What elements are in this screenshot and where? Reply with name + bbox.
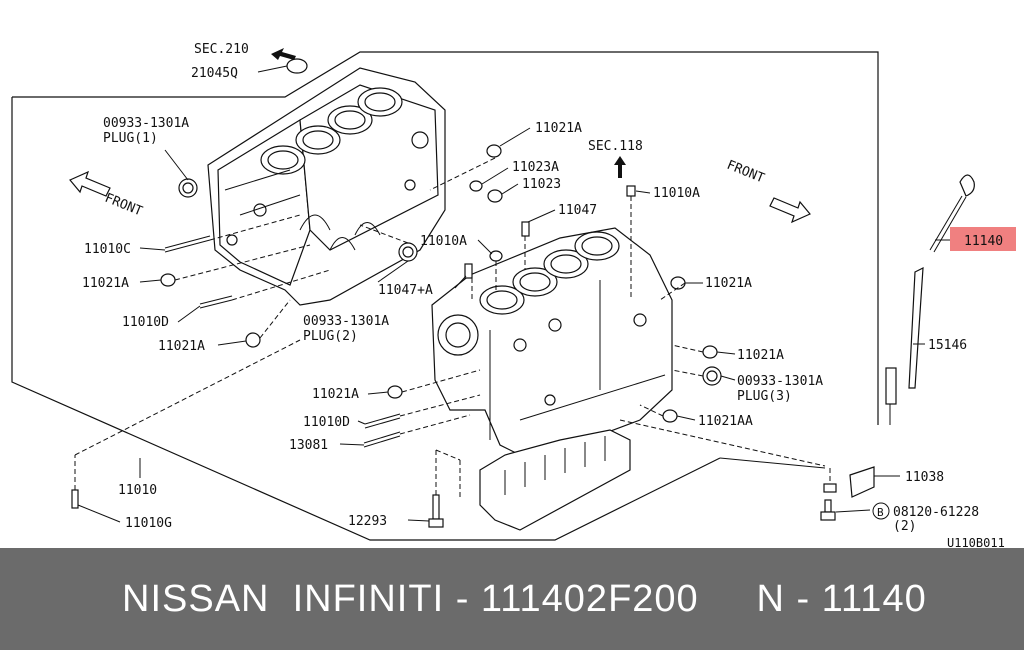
label-15146: 15146 (928, 338, 967, 353)
label-front-right: FRONT (725, 158, 767, 187)
label-11021a-right2: 11021A (737, 348, 784, 363)
label-11140[interactable]: 11140 (964, 234, 1003, 249)
part-number-banner: NISSAN INFINITI - 111402F200 N - 11140 (0, 548, 1024, 650)
label-bolt-badge: B (877, 506, 884, 519)
label-plug3-name: PLUG(3) (737, 389, 792, 404)
label-sec210: SEC.210 (194, 42, 249, 57)
sec210-arrow (271, 48, 296, 60)
label-bolt-number: 08120-61228 (893, 505, 979, 520)
label-13081: 13081 (289, 438, 328, 453)
label-11010: 11010 (118, 483, 157, 498)
label-12293: 12293 (348, 514, 387, 529)
label-plug1-name: PLUG(1) (103, 131, 158, 146)
label-11021a-top: 11021A (535, 121, 582, 136)
sec118-arrow (614, 156, 626, 178)
cylinder-block-front-view (431, 227, 673, 531)
label-11021a-right: 11021A (705, 276, 752, 291)
engine-block-exploded-diagram: SEC.210 21045Q 00933-1301A PLUG(1) FRONT… (11, 42, 1016, 548)
label-11021a-left2: 11021A (158, 339, 205, 354)
front-arrow-right (769, 197, 811, 224)
label-11010d-left: 11010D (122, 315, 169, 330)
label-plug1-number: 00933-1301A (103, 116, 189, 131)
label-11021aa: 11021AA (698, 414, 753, 429)
assembly-frame (12, 51, 879, 425)
bolt-badge-circle (872, 502, 890, 520)
assembly-frame-lower (11, 97, 721, 541)
leader-lines (77, 65, 950, 523)
label-11047: 11047 (558, 203, 597, 218)
label-11010g: 11010G (125, 516, 172, 531)
front-arrow-left (69, 170, 111, 197)
highlight-11140-box (950, 227, 1016, 251)
label-11010a-top: 11010A (653, 186, 700, 201)
label-21045q: 21045Q (191, 66, 238, 81)
label-11038: 11038 (905, 470, 944, 485)
label-11047a: 11047+A (378, 283, 433, 298)
callout-labels: SEC.210 21045Q 00933-1301A PLUG(1) FRONT… (82, 42, 1016, 548)
dashed-connection-lines (74, 157, 831, 500)
label-sec118: SEC.118 (588, 139, 643, 154)
direction-arrows (69, 48, 811, 224)
label-11023: 11023 (522, 177, 561, 192)
label-11021a-left: 11021A (82, 276, 129, 291)
part-number-text: NISSAN INFINITI - 111402F200 N - 11140 (122, 577, 927, 620)
label-plug3-number: 00933-1301A (737, 374, 823, 389)
label-plug2-name: PLUG(2) (303, 329, 358, 344)
label-11010c: 11010C (84, 242, 131, 257)
label-bolt-qty: (2) (893, 519, 916, 534)
label-11023a: 11023A (512, 160, 559, 175)
label-11010d-bottom: 11010D (303, 415, 350, 430)
dipstick-assembly (885, 174, 975, 425)
drawing-code: U110B011 (947, 536, 1005, 548)
label-front-left: FRONT (103, 191, 145, 220)
label-11010a-mid: 11010A (420, 234, 467, 249)
label-plug2-number: 00933-1301A (303, 314, 389, 329)
cylinder-block-rear-view (207, 67, 446, 306)
label-11021a-bottom-left: 11021A (312, 387, 359, 402)
